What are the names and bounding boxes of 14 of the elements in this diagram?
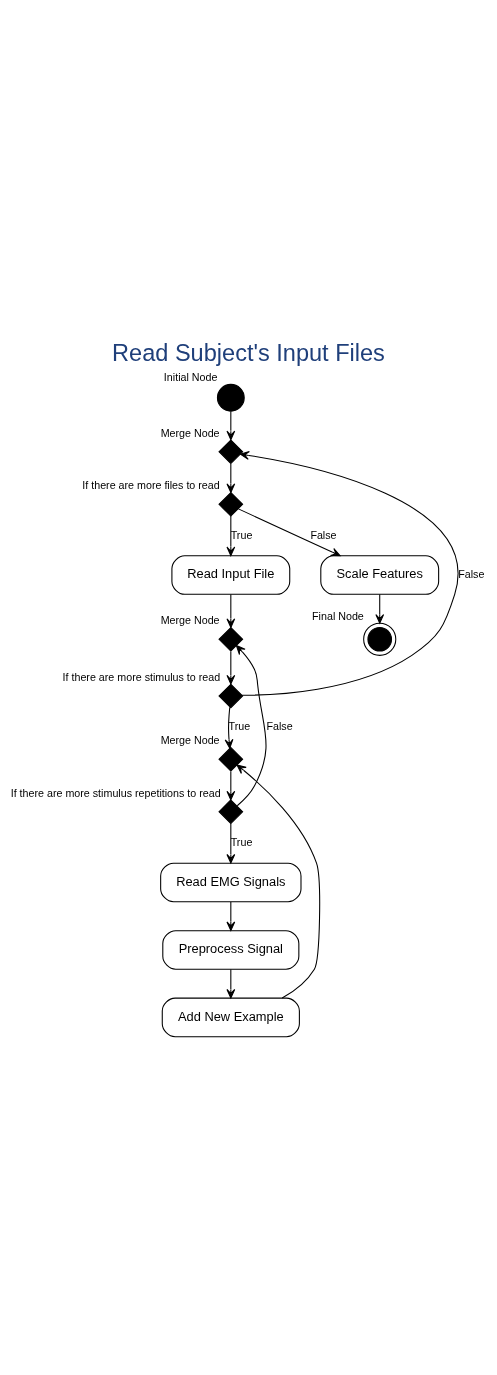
node-label: Merge Node: [160, 426, 220, 439]
edge-label: False: [266, 720, 293, 733]
node-label: Merge Node: [160, 734, 220, 747]
node-label: If there are more files to read: [82, 479, 220, 492]
node-label: Final Node: [312, 610, 364, 623]
edge-label: True: [230, 836, 253, 849]
edge-label: True: [230, 528, 253, 541]
node-label: If there are more stimulus to read: [62, 671, 221, 684]
node-label: Initial Node: [163, 371, 218, 384]
edge-label: False: [310, 528, 337, 541]
node-label: Merge Node: [160, 614, 220, 627]
diagram-title: Read Subject's Input Files: [112, 340, 385, 367]
node-label: If there are more stimulus repetitions to read: [10, 786, 221, 799]
edge-label: False: [458, 567, 485, 580]
